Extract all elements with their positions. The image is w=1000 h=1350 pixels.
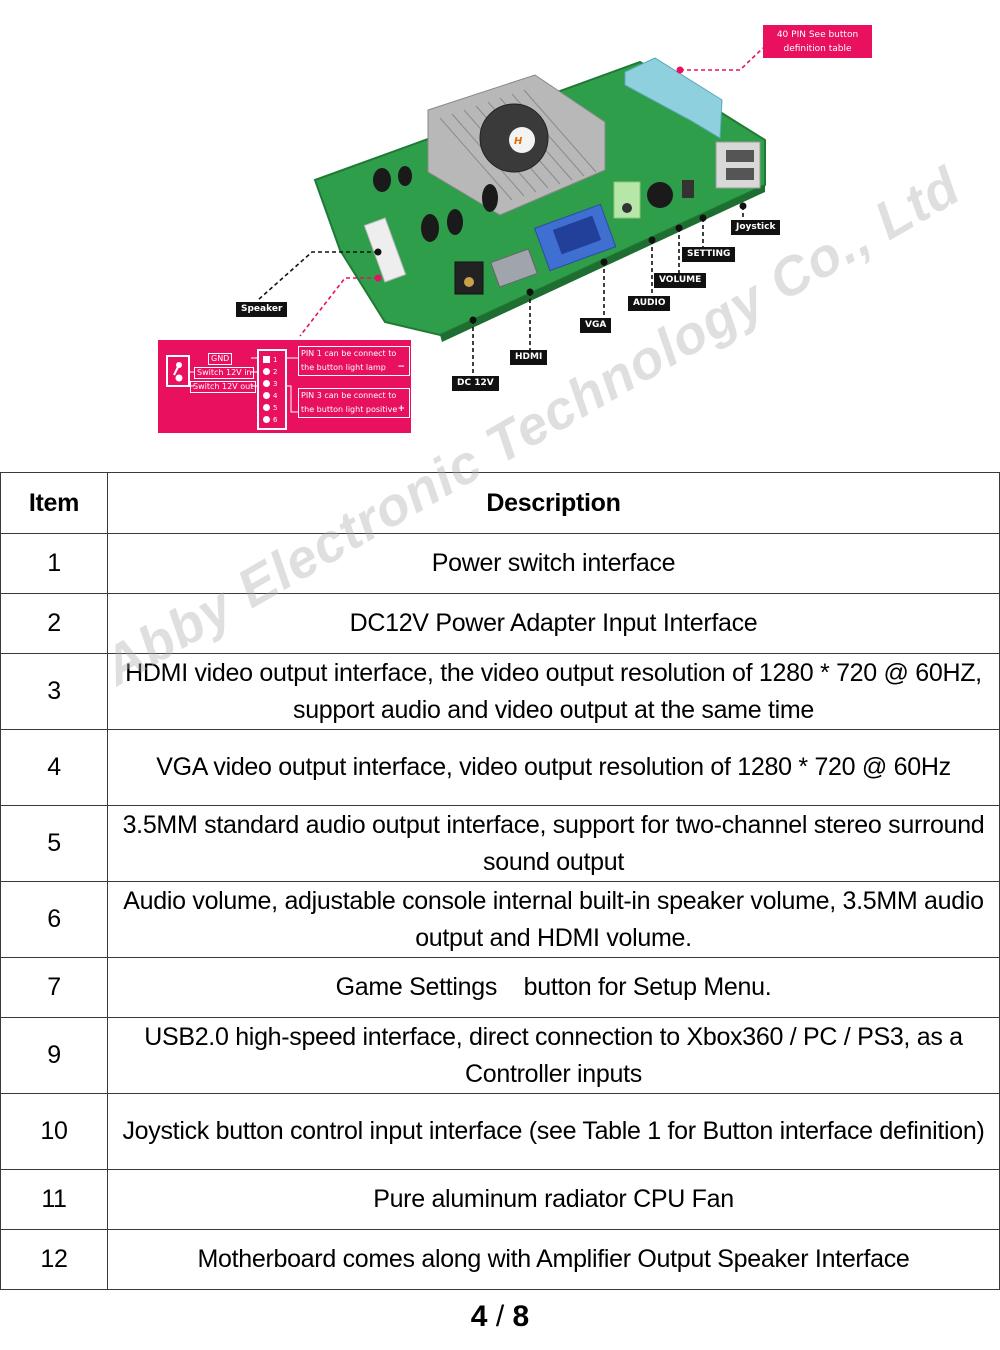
item-cell: 11 — [0, 1169, 108, 1230]
table-row: 7 Game Settings button for Setup Menu. — [0, 957, 1000, 1018]
header-item: Item — [0, 472, 108, 534]
volume-knob — [647, 182, 673, 208]
table-row: 6 Audio volume, adjustable console inter… — [0, 881, 1000, 958]
description-cell: Audio volume, adjustable console interna… — [107, 881, 1000, 958]
item-cell: 6 — [0, 881, 108, 958]
hdmi-port — [490, 248, 538, 288]
pin-2 — [263, 368, 270, 375]
total-pages: 8 — [512, 1300, 530, 1333]
description-cell: 3.5MM standard audio output interface, s… — [107, 805, 1000, 882]
pin-5 — [263, 404, 270, 411]
description-cell: Motherboard comes along with Amplifier O… — [107, 1229, 1000, 1290]
pin-1 — [263, 356, 270, 363]
pin-definition-panel: GND Switch 12V in Switch 12V out 1 2 3 4… — [158, 340, 411, 433]
table-row: 11 Pure aluminum radiator CPU Fan — [0, 1169, 1000, 1230]
description-cell: Pure aluminum radiator CPU Fan — [107, 1169, 1000, 1230]
hdmi-label: HDMI — [510, 350, 548, 365]
item-cell: 9 — [0, 1017, 108, 1094]
pin-6 — [263, 416, 270, 423]
pin1-note: PIN 1 can be connect to the button light… — [298, 346, 410, 376]
description-cell: USB2.0 high-speed interface, direct conn… — [107, 1017, 1000, 1094]
table-row: 9 USB2.0 high-speed interface, direct co… — [0, 1017, 1000, 1094]
joystick-label: Joystick — [731, 220, 781, 235]
table-row: 12 Motherboard comes along with Amplifie… — [0, 1229, 1000, 1290]
table-row: 3 HDMI video output interface, the video… — [0, 653, 1000, 730]
audio-label: AUDIO — [628, 296, 671, 311]
speaker-connector — [363, 217, 407, 283]
table-row: 1 Power switch interface — [0, 533, 1000, 594]
description-cell: Joystick button control input interface … — [107, 1093, 1000, 1170]
pin-number: 3 — [273, 380, 278, 388]
speaker-label: Speaker — [236, 302, 288, 317]
item-cell: 5 — [0, 805, 108, 882]
item-cell: 4 — [0, 729, 108, 806]
item-cell: 3 — [0, 653, 108, 730]
setting-label: SETTING — [682, 247, 736, 262]
wire-label-gnd: GND — [208, 353, 233, 365]
table-header-row: Item Description — [0, 472, 1000, 534]
interface-spec-table: Item Description 1 Power switch interfac… — [0, 472, 1000, 1290]
pin-number: 2 — [273, 368, 278, 376]
motherboard-illustration: H — [257, 47, 766, 376]
callout-line-2: definition table — [783, 44, 852, 54]
setting-button — [682, 180, 694, 198]
pin3-note: PIN 3 can be connect to the button light… — [298, 388, 410, 418]
switch-icon — [166, 355, 190, 387]
wire-label-switch-out: Switch 12V out — [190, 381, 257, 393]
item-cell: 1 — [0, 533, 108, 594]
dc12v-label: DC 12V — [452, 376, 499, 391]
table-row: 4 VGA video output interface, video outp… — [0, 729, 1000, 806]
minus-sign: − — [397, 362, 405, 372]
6-pin-connector: 1 2 3 4 5 6 — [257, 349, 287, 430]
table-row: 2 DC12V Power Adapter Input Interface — [0, 593, 1000, 654]
item-cell: 7 — [0, 957, 108, 1018]
item-cell: 12 — [0, 1229, 108, 1290]
description-cell: HDMI video output interface, the video o… — [107, 653, 1000, 730]
pin3-note-line2: the button light positive — [301, 405, 398, 414]
pin-number: 6 — [273, 416, 278, 424]
description-cell: Game Settings button for Setup Menu. — [107, 957, 1000, 1018]
pin-number: 1 — [273, 356, 278, 364]
pin-4 — [263, 392, 270, 399]
callout-line-1: 40 PIN See button — [776, 30, 859, 40]
plus-sign: + — [397, 404, 405, 414]
description-cell: VGA video output interface, video output… — [107, 729, 1000, 806]
usb-ports — [715, 141, 761, 189]
header-description: Description — [107, 472, 1000, 534]
wire-label-switch-in: Switch 12V in — [194, 367, 255, 379]
40-pin-callout: 40 PIN See button definition table — [763, 25, 872, 58]
table-row: 5 3.5MM standard audio output interface,… — [0, 805, 1000, 882]
volume-label: VOLUME — [654, 273, 707, 288]
product-diagram: H — [0, 0, 1000, 450]
40-pin-connector — [624, 57, 723, 139]
current-page: 4 — [470, 1300, 488, 1333]
item-cell: 2 — [0, 593, 108, 654]
pin1-note-line1: PIN 1 can be connect to — [301, 349, 397, 358]
description-cell: Power switch interface — [107, 533, 1000, 594]
table-row: 10 Joystick button control input interfa… — [0, 1093, 1000, 1170]
description-cell: DC12V Power Adapter Input Interface — [107, 593, 1000, 654]
page-number: 4 / 8 — [0, 1300, 1000, 1334]
pin3-note-line1: PIN 3 can be connect to — [301, 391, 397, 400]
pin-3 — [263, 380, 270, 387]
svg-text:H: H — [514, 136, 523, 147]
item-cell: 10 — [0, 1093, 108, 1170]
pin-number: 5 — [273, 404, 278, 412]
pin1-note-line2: the button light lamp — [301, 363, 386, 372]
switch-symbol-icon — [173, 362, 183, 382]
pin-number: 4 — [273, 392, 278, 400]
vga-label: VGA — [580, 318, 612, 333]
page-separator: / — [495, 1300, 505, 1333]
